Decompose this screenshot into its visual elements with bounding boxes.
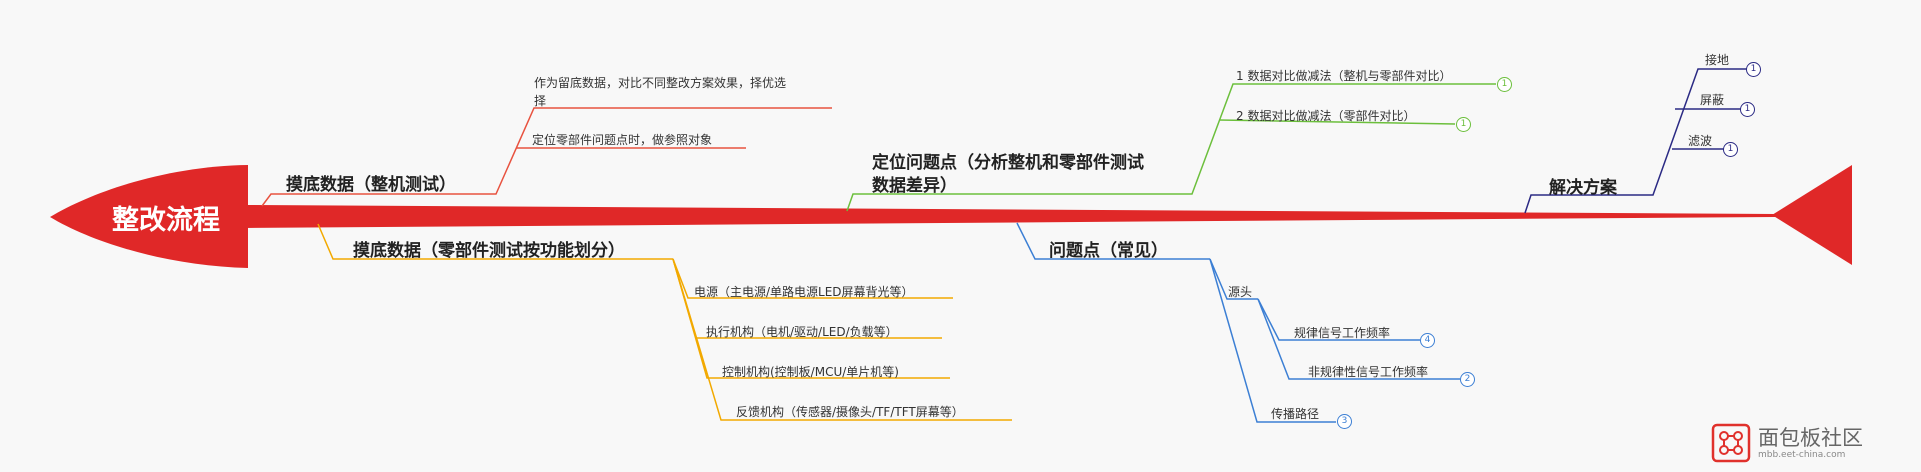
solution-child-grounding-badge[interactable]: 1 <box>1746 62 1761 77</box>
problems-source-child-1-badge[interactable]: 4 <box>1420 333 1435 348</box>
branch-baseline-whole-label[interactable]: 摸底数据（整机测试） <box>286 175 456 195</box>
locate-child-1[interactable]: 1 数据对比做减法（整机与零部件对比） <box>1236 69 1452 83</box>
branch-lines-baseline-parts <box>317 223 1012 421</box>
branch-lines-locate <box>846 83 1496 212</box>
locate-child-2[interactable]: 2 数据对比做减法（零部件对比） <box>1236 109 1416 123</box>
fish-head <box>50 165 248 268</box>
problems-source-child-2-badge[interactable]: 2 <box>1460 372 1475 387</box>
baseline-parts-child-1[interactable]: 电源（主电源/单路电源LED屏幕背光等） <box>694 285 914 299</box>
solution-child-filtering[interactable]: 滤波 <box>1688 134 1713 148</box>
problems-source-child-2[interactable]: 非规律性信号工作频率 <box>1308 365 1429 379</box>
fish-spine <box>245 205 1775 228</box>
baseline-whole-child-2[interactable]: 定位零部件问题点时，做参照对象 <box>532 133 713 147</box>
problems-path-badge[interactable]: 3 <box>1337 414 1352 429</box>
branch-problems-label[interactable]: 问题点（常见） <box>1049 241 1168 261</box>
fish-tail <box>1772 165 1852 265</box>
solution-child-filtering-badge[interactable]: 1 <box>1723 142 1738 157</box>
branch-locate-label-line-2: 数据差异） <box>872 176 957 196</box>
branch-lines-problems <box>1016 222 1460 423</box>
problems-path-label[interactable]: 传播路径 <box>1271 407 1320 421</box>
watermark-logo-icon <box>1711 423 1751 463</box>
solution-child-shielding[interactable]: 屏蔽 <box>1700 93 1725 107</box>
branch-baseline-parts-label[interactable]: 摸底数据（零部件测试按功能划分） <box>353 241 625 261</box>
watermark-url: mbb.eet-china.com <box>1758 450 1846 460</box>
branch-lines-solution <box>1524 68 1751 214</box>
baseline-whole-child-1-line-2: 择 <box>534 94 547 108</box>
baseline-parts-child-4[interactable]: 反馈机构（传感器/摄像头/TF/TFT屏幕等） <box>736 405 964 419</box>
locate-child-1-badge[interactable]: 1 <box>1497 77 1512 92</box>
watermark-name: 面包板社区 <box>1758 426 1863 450</box>
baseline-whole-child-1-line-1[interactable]: 作为留底数据，对比不同整改方案效果，择优选 <box>534 76 787 90</box>
solution-child-shielding-badge[interactable]: 1 <box>1740 102 1755 117</box>
root-title[interactable]: 整改流程 <box>112 205 220 236</box>
branch-solution-label[interactable]: 解决方案 <box>1549 178 1617 198</box>
baseline-parts-child-3[interactable]: 控制机构(控制板/MCU/单片机等) <box>722 365 899 379</box>
problems-source-child-1[interactable]: 规律信号工作频率 <box>1294 326 1391 340</box>
problems-source-label[interactable]: 源头 <box>1228 285 1253 299</box>
baseline-parts-child-2[interactable]: 执行机构（电机/驱动/LED/负载等） <box>706 325 898 339</box>
branch-locate-label-line-1[interactable]: 定位问题点（分析整机和零部件测试 <box>872 153 1144 173</box>
branch-lines-baseline-whole <box>261 107 832 207</box>
locate-child-2-badge[interactable]: 1 <box>1456 117 1471 132</box>
solution-child-grounding[interactable]: 接地 <box>1705 53 1730 67</box>
watermark: 面包板社区 mbb.eet-china.com <box>1710 420 1910 468</box>
